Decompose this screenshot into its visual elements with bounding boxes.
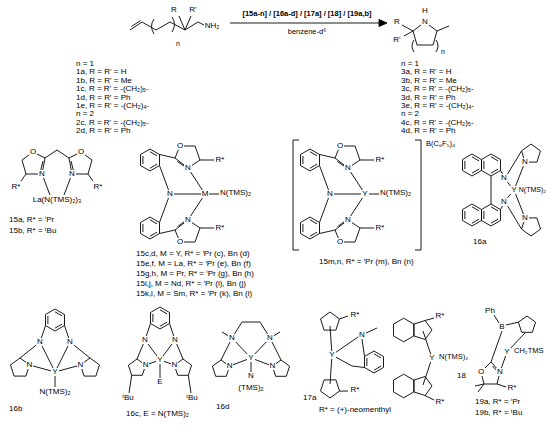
atom-label: N	[77, 361, 85, 370]
atom-label: N	[226, 362, 234, 371]
atom-label: benzene-d⁶	[287, 28, 328, 36]
compound-label: 15e,f, M = La, R* = ⁱPr (e), Bn (f)	[135, 260, 252, 269]
compound-label: B(C₆F₅)₄	[425, 140, 456, 148]
compound-label: 19a, R* = ⁱPr	[474, 398, 521, 407]
atom-label: O	[336, 142, 344, 151]
atom-label: H	[421, 7, 429, 16]
atom-label: O	[176, 142, 184, 151]
atom-label: NH₂	[204, 22, 221, 31]
compound-label: 15i,j, M = Nd, R* = ⁱPr (i), Bn (j)	[135, 280, 247, 289]
atom-label: R*	[435, 312, 446, 321]
compound-label: 17a	[302, 394, 317, 403]
atom-label: N	[344, 164, 352, 173]
atom-label: ᵗBu	[185, 394, 199, 403]
atom-label: Y	[247, 354, 254, 363]
compound-label: 15m,n, R* = ⁱPr (m), Bn (n)	[318, 258, 415, 267]
atom-label: R*	[375, 224, 386, 233]
atom-label: M	[201, 190, 210, 199]
atom-label: N	[142, 361, 150, 370]
atom-label: N	[38, 170, 46, 179]
atom-label: N	[166, 190, 174, 199]
atom-label: R*	[350, 311, 361, 320]
atom-label: R	[170, 6, 178, 15]
compound-label: 15c,d, M = Y, R* = ⁱPr (c), Bn (d)	[135, 250, 251, 259]
atom-label: (TMS)₂	[237, 384, 264, 393]
atom-label: ᵗBu	[121, 394, 135, 403]
atom-label: N(TMS)₂	[38, 388, 71, 397]
atom-label: n	[175, 40, 181, 48]
atom-label: N	[358, 331, 366, 340]
atom-label: N	[521, 158, 529, 167]
atom-label: Y	[510, 186, 517, 195]
atom-label: N	[500, 198, 508, 207]
atom-label: R*	[375, 156, 386, 165]
atom-label: N	[326, 190, 334, 199]
atom-label: N	[26, 361, 34, 370]
atom-label: N	[184, 216, 192, 225]
atom-label: N	[247, 372, 255, 381]
atom-label: E	[156, 378, 163, 387]
atom-label: [15a-n] / [16a-d] / [17a] / [18] / [19a,…	[241, 10, 372, 18]
atom-label: N	[266, 334, 274, 343]
atom-label: N	[66, 338, 74, 347]
compound-label: N(TMS)₂	[219, 189, 252, 198]
atom-label: Y	[51, 368, 58, 377]
atom-label: N	[500, 174, 508, 183]
atom-label: N	[521, 214, 529, 223]
atom-label: R*	[215, 224, 226, 233]
atom-label: N	[228, 334, 236, 343]
compound-label: CH₂TMS	[513, 347, 545, 355]
atom-label: N	[184, 164, 192, 173]
atom-label: n	[440, 48, 446, 56]
compound-label: 16d	[215, 403, 230, 412]
atom-label: R*	[93, 183, 104, 192]
atom-label: N	[141, 336, 149, 345]
atom-label: O	[176, 238, 184, 247]
atom-label: R*	[11, 183, 22, 192]
compound-label: N(TMS)₂	[379, 189, 412, 198]
atom-label: R'	[392, 36, 401, 45]
compound-label: 15b, R* = ᵗBu	[8, 227, 57, 236]
atom-label: N	[269, 362, 277, 371]
atom-label: R	[393, 18, 401, 27]
compound-label: 4d, R = R' = Ph	[400, 127, 456, 136]
compound-label: 16b	[8, 405, 23, 414]
compound-label: 19b, R* = ᵗBu	[474, 409, 523, 418]
atom-label: Y	[361, 190, 368, 199]
atom-label: Y	[503, 348, 510, 357]
atom-label: B	[498, 323, 505, 332]
atom-label: O	[29, 148, 37, 157]
atom-label: Y	[428, 354, 435, 363]
atom-label: N	[68, 170, 76, 179]
atom-label: R*	[215, 156, 226, 165]
compound-label: 2d, R = R' = Ph	[75, 127, 131, 136]
atom-label: La(N(TMS)₂)₃	[32, 196, 83, 205]
atom-label: N	[344, 216, 352, 225]
compound-label: 18	[456, 372, 467, 381]
atom-label: Ph	[484, 307, 496, 316]
atom-label: R*	[435, 398, 446, 407]
atom-label: N	[36, 338, 44, 347]
atom-label: Y	[328, 351, 335, 360]
compound-label: R* = (+)-neomenthyl	[318, 406, 392, 415]
atom-label: R*	[350, 386, 361, 395]
atom-label: N	[496, 368, 504, 377]
atom-label: Y	[156, 356, 163, 365]
compound-label: 15k,l, M = Sm, R* = ⁱPr (k), Bn (l)	[135, 290, 253, 299]
atom-label: R*	[507, 384, 518, 393]
atom-label: N	[171, 361, 179, 370]
compound-label: 15a, R* = ⁱPr	[8, 216, 55, 225]
compound-label: N(TMS)₂	[518, 186, 547, 194]
atom-label: N	[171, 336, 179, 345]
atom-label: O	[77, 148, 85, 157]
compound-label: 16c, E = N(TMS)₂	[125, 410, 190, 419]
atom-label: O	[336, 238, 344, 247]
atom-label: O	[477, 368, 485, 377]
compound-label: 16a	[472, 238, 487, 247]
atom-label: N	[421, 18, 429, 27]
compound-label: 15g,h, M = Pr, R* = ⁱPr (g), Bn (h)	[135, 270, 255, 279]
compound-label: N(TMS)₂	[438, 353, 469, 361]
atom-label: R'	[188, 6, 197, 15]
